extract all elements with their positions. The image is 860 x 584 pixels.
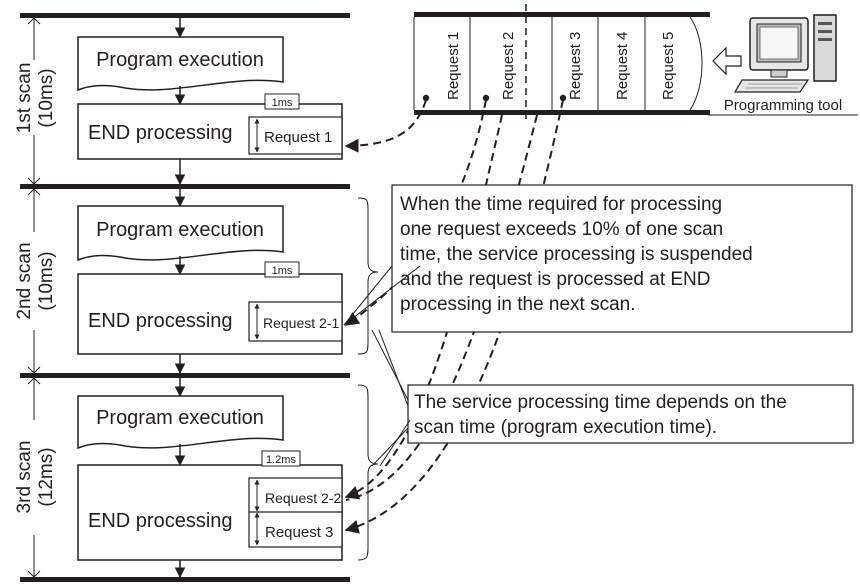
- end-processing-label: END processing: [88, 310, 233, 332]
- scan-label-1-time: (10ms): [36, 68, 57, 127]
- program-execution-label: Program execution: [96, 219, 264, 241]
- scan-extent-lines: [27, 17, 41, 578]
- computer-icon: [733, 14, 837, 93]
- request-transfer-arrows: [344, 99, 564, 534]
- callout-suspend-line: When the time required for processing: [400, 194, 722, 215]
- program-execution-box: [77, 36, 284, 92]
- service-time-badge: [261, 450, 301, 467]
- scan-label-3: 3rd scan: [14, 441, 35, 514]
- queue-item: Request 3: [567, 32, 584, 100]
- scan-boundary-bar: [20, 577, 350, 582]
- callout-depends-box: [407, 384, 854, 444]
- callout-suspend-line: processing in the next scan.: [400, 294, 636, 315]
- callout-suspend-line: one request exceeds 10% of one scan: [400, 219, 723, 240]
- request-label: Request 3: [265, 524, 333, 541]
- queue-rail-top: [414, 12, 710, 17]
- scan-label-2: 2nd scan: [14, 242, 35, 319]
- queue-rail-bottom: [414, 110, 710, 115]
- service-time-badge: [264, 93, 300, 110]
- queue-item: Request 4: [614, 32, 631, 100]
- request-label: Request 2-2: [265, 490, 341, 506]
- queue-item: Request 1: [445, 32, 462, 100]
- callout-suspend-box: [391, 184, 853, 333]
- callout-suspend-line: and the request is processed at END: [400, 269, 711, 290]
- send-arrow-icon: [712, 46, 742, 76]
- service-time-label: 1ms: [272, 265, 293, 277]
- service-time-label: 1.2ms: [266, 454, 296, 466]
- callout-depends-line: The service processing time depends on t…: [414, 392, 787, 413]
- queue-dividers: [413, 16, 703, 111]
- scan-label-2-time: (10ms): [36, 251, 57, 310]
- queue-item: Request 5: [660, 32, 677, 100]
- program-execution-box: [77, 395, 284, 450]
- service-time-label: 1ms: [272, 97, 293, 109]
- scan-brace: [357, 197, 379, 561]
- callout-depends-line: scan time (program execution time).: [414, 417, 717, 438]
- request-box: [248, 116, 343, 155]
- callout-pointer: [343, 265, 421, 326]
- request-box: [248, 301, 343, 342]
- scan-boundary-bar: [20, 373, 350, 378]
- program-execution-label: Program execution: [96, 49, 264, 71]
- request-label: Request 2-1: [263, 315, 339, 331]
- scan-boundary-bar: [20, 184, 350, 189]
- end-processing-label: END processing: [88, 510, 233, 532]
- request-dot: [559, 94, 567, 102]
- callout-suspend-line: time, the service processing is suspende…: [400, 244, 753, 265]
- request-dot: [422, 94, 430, 102]
- program-execution-box: [77, 205, 284, 262]
- program-execution-label: Program execution: [96, 407, 264, 429]
- callout-pointer: [371, 329, 411, 467]
- queue-item: Request 2: [500, 32, 517, 100]
- programming-tool-label: Programming tool: [724, 97, 842, 114]
- request-label: Request 1: [264, 129, 332, 146]
- scan-label-3-time: (12ms): [36, 447, 57, 506]
- service-time-badge: [264, 261, 300, 278]
- request-dot: [482, 94, 490, 102]
- scan-label-1: 1st scan: [14, 63, 35, 134]
- end-processing-label: END processing: [88, 122, 233, 144]
- scan-boundary-bar: [20, 13, 350, 18]
